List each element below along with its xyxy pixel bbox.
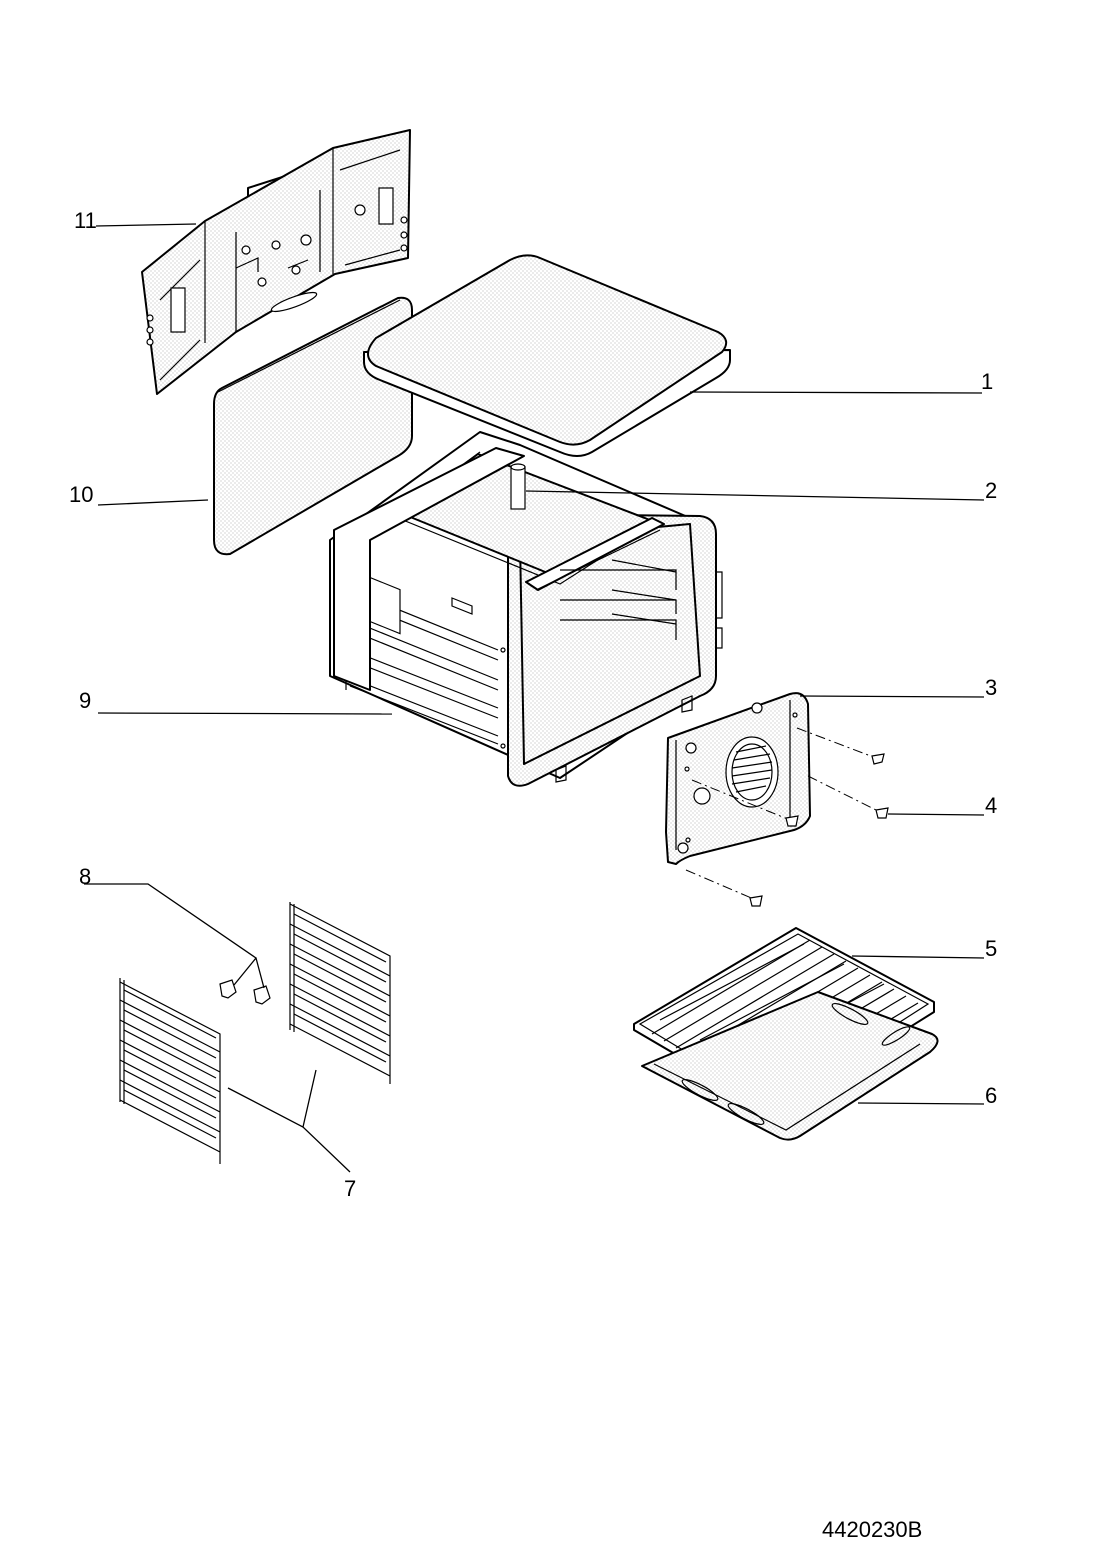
oven-cavity (329, 431, 723, 787)
callout-11: 11 (74, 208, 97, 233)
callout-6: 6 (985, 1083, 997, 1108)
callout-8: 8 (79, 864, 91, 889)
callout-2: 2 (985, 478, 997, 503)
callout-1: 1 (981, 369, 993, 394)
callout-9: 9 (79, 688, 91, 713)
top-insulation-panel (363, 254, 731, 457)
callout-4: 4 (985, 793, 997, 818)
leader-lines (84, 223, 985, 1173)
rear-bracket-panel (141, 129, 411, 395)
side-runners (119, 902, 391, 1164)
document-code: 4420230B (822, 1517, 922, 1542)
leader-11 (95, 223, 197, 227)
leader-9 (97, 712, 393, 715)
leader-4 (887, 813, 985, 816)
screw-plugs (219, 979, 271, 1005)
leader-10 (97, 499, 209, 506)
leader-2 (525, 490, 985, 501)
callout-numbers: 1 2 3 4 5 6 7 8 9 10 11 (69, 208, 997, 1201)
callout-7: 7 (344, 1176, 356, 1201)
leader-3 (799, 695, 985, 698)
fan-cover-plate (665, 692, 811, 865)
leader-7 (227, 1069, 351, 1173)
leader-6 (857, 1102, 985, 1105)
callout-5: 5 (985, 936, 997, 961)
leader-8 (84, 883, 265, 989)
callout-3: 3 (985, 675, 997, 700)
side-insulation-panel (213, 296, 413, 556)
leader-5 (851, 955, 985, 959)
baking-tray (641, 991, 939, 1141)
screws (685, 727, 889, 907)
leader-1 (689, 391, 983, 394)
callout-10: 10 (69, 482, 93, 507)
